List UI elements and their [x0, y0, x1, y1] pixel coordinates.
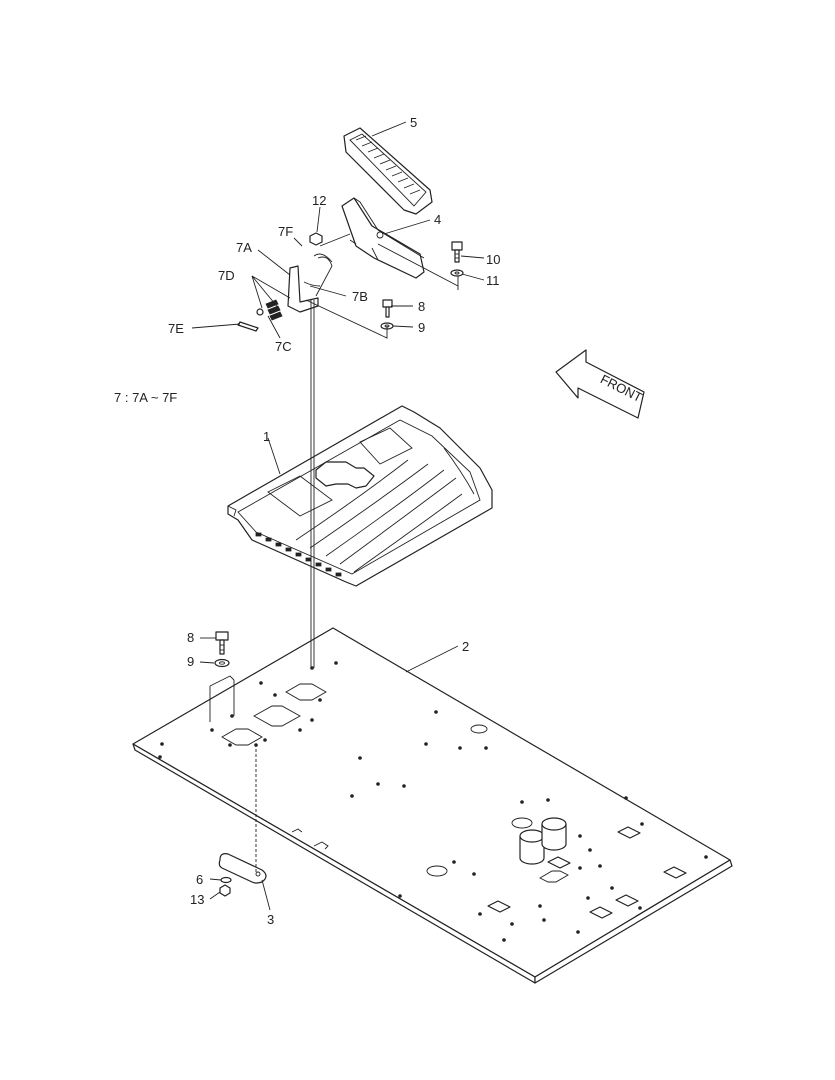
callout-7f: 7F [278, 224, 293, 239]
washer-9-lower [214, 658, 230, 668]
callout-9-lower: 9 [187, 654, 194, 669]
callout-8-upper: 8 [418, 299, 425, 314]
bolt-10 [451, 241, 463, 263]
washer-6 [220, 876, 232, 884]
callout-2: 2 [462, 639, 469, 654]
callout-8-lower: 8 [187, 630, 194, 645]
assembly-lines [209, 233, 459, 872]
callout-1: 1 [263, 429, 270, 444]
nut-13 [219, 884, 231, 897]
callout-7b: 7B [352, 289, 368, 304]
callout-5: 5 [410, 115, 417, 130]
nut-12 [309, 232, 323, 246]
callout-labels: 5 4 12 7F 7A 7D 7B 7E 7C 10 11 8 9 7 : 7… [114, 115, 500, 927]
callout-11: 11 [486, 273, 500, 288]
callout-6: 6 [196, 872, 203, 887]
callout-7a: 7A [236, 240, 252, 255]
bolt-8-upper [382, 299, 393, 318]
group-note: 7 : 7A ~ 7F [114, 390, 177, 405]
pedal-pad [343, 127, 433, 215]
callout-10: 10 [486, 252, 500, 267]
callout-leaders [191, 121, 485, 911]
callout-9-upper: 9 [418, 320, 425, 335]
bolt-8-lower [215, 631, 229, 655]
pedal-bracket [341, 197, 425, 279]
clamp-plate [218, 853, 267, 884]
front-direction-arrow: FRONT [555, 349, 645, 419]
callout-13: 13 [190, 892, 204, 907]
floor-mat [227, 405, 493, 587]
callout-12: 12 [312, 193, 326, 208]
callout-7d: 7D [218, 268, 235, 283]
floor-plate [132, 627, 733, 984]
callout-7e: 7E [168, 321, 184, 336]
washer-11 [450, 269, 464, 277]
callout-3: 3 [267, 912, 274, 927]
callout-7c: 7C [275, 339, 292, 354]
hinge-assembly [237, 253, 333, 332]
callout-4: 4 [434, 212, 441, 227]
